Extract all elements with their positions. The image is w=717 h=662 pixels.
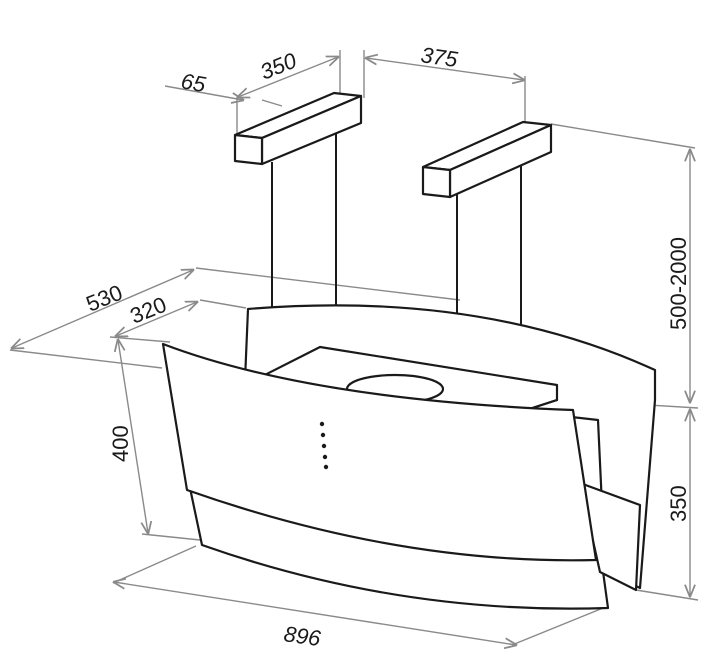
dim-label-350-bracket: 350 xyxy=(257,47,301,84)
dim-label-375: 375 xyxy=(419,42,460,72)
dim-label-350-canopy: 350 xyxy=(666,485,691,522)
ceiling-bracket-left xyxy=(233,91,363,166)
dim-label-896: 896 xyxy=(282,621,323,651)
front-panel xyxy=(161,342,598,562)
dim-label-320: 320 xyxy=(127,292,170,329)
ceiling-bracket-right xyxy=(421,120,553,199)
control-buttons xyxy=(319,421,329,470)
dim-label-400: 400 xyxy=(108,425,133,462)
dim-label-530: 530 xyxy=(83,280,126,317)
hood-drawing xyxy=(161,91,657,610)
dim-label-65: 65 xyxy=(179,68,208,97)
dim-label-500-2000: 500-2000 xyxy=(666,237,691,330)
